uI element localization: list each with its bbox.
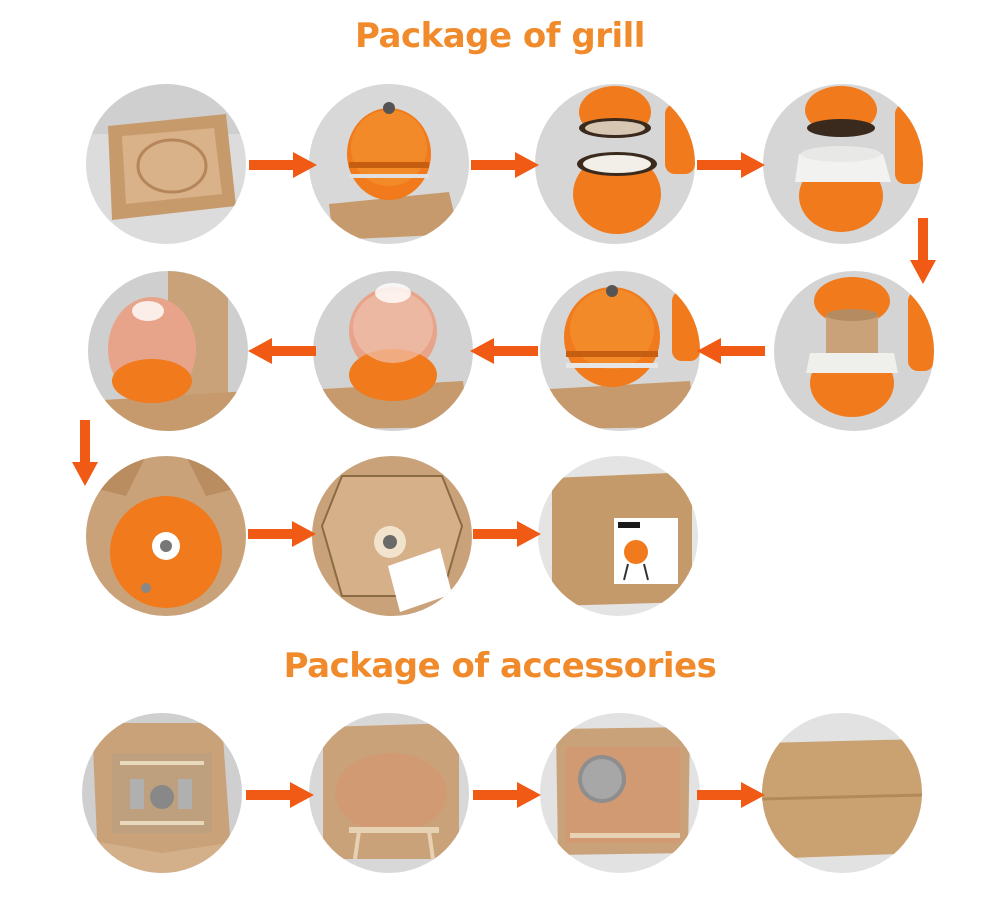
grill-lid-open-photo <box>535 84 695 244</box>
right-arrow-icon <box>471 152 539 178</box>
right-arrow-icon <box>248 521 316 547</box>
grill-on-base-photo <box>309 84 469 244</box>
right-arrow-icon <box>697 782 765 808</box>
left-arrow-icon <box>697 338 765 364</box>
grill-top-view-in-box-photo <box>86 456 246 616</box>
accessory-stand-in-box-photo <box>82 713 242 873</box>
grill-insert-box-photo <box>774 271 934 431</box>
grill-wrapped-in-box-photo <box>88 271 248 431</box>
sealed-box-with-label-photo <box>538 456 698 616</box>
sealed-accessory-box-photo <box>762 713 922 873</box>
left-arrow-icon <box>470 338 538 364</box>
left-arrow-icon <box>248 338 316 364</box>
right-arrow-icon <box>473 782 541 808</box>
grill-foam-insert-photo <box>763 84 923 244</box>
right-arrow-icon <box>249 152 317 178</box>
right-arrow-icon <box>697 152 765 178</box>
right-arrow-icon <box>246 782 314 808</box>
grill-wrapped-photo <box>313 271 473 431</box>
box-with-foam-and-card-photo <box>312 456 472 616</box>
accessories-package-heading: Package of accessories <box>283 646 717 686</box>
accessory-shelves-in-box-photo <box>309 713 469 873</box>
accessory-grate-in-box-photo <box>540 713 700 873</box>
grill-closed-photo <box>540 271 700 431</box>
right-arrow-icon <box>473 521 541 547</box>
grill-package-heading: Package of grill <box>355 16 645 56</box>
down-arrow-icon <box>910 218 936 284</box>
down-arrow-icon <box>72 420 98 486</box>
empty-box-photo <box>86 84 246 244</box>
